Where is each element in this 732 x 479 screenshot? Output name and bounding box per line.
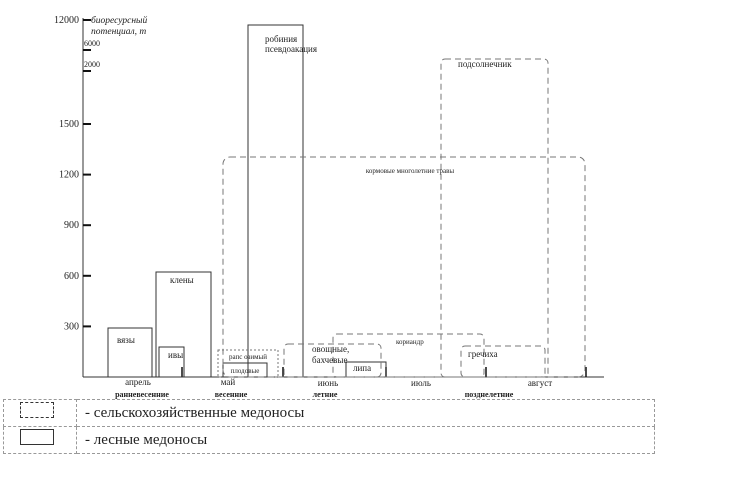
legend-text-agri: - сельскохозяйственные медоносы (76, 399, 655, 427)
bar-label: гречиха (468, 349, 498, 359)
y-tick-label: 1500 (59, 119, 79, 130)
y-tick-label: 300 (64, 321, 79, 332)
bar-label: ивы (168, 350, 183, 360)
labels: апрель май июнь июль август ранневесенние весе… (115, 34, 552, 399)
agri-bar (460, 345, 546, 378)
dashed-swatch-icon (20, 402, 54, 418)
month-label: август (528, 378, 552, 388)
y-tick-label: 900 (64, 220, 79, 231)
forest-bar (155, 271, 212, 378)
bar-label: плодовые (231, 367, 260, 375)
agri-bar (440, 58, 549, 378)
y-tick-label: 1200 (59, 170, 79, 181)
y-tick-label: 12000 (54, 15, 79, 26)
month-label: июль (411, 378, 431, 388)
legend-row-forest: - лесные медоносы (3, 426, 655, 454)
season-label: весенние (215, 390, 248, 399)
month-label: май (221, 377, 236, 387)
season-label: ранневесенние (115, 390, 169, 399)
legend-text-forest: - лесные медоносы (76, 426, 655, 454)
bar-label: клены (170, 275, 194, 285)
bars (107, 24, 586, 378)
legend-swatch-cell (3, 426, 77, 454)
bar-label: кориандр (396, 338, 424, 346)
y-tick-label: 6000 (84, 39, 100, 48)
bar-label: псевдоакация (265, 44, 317, 54)
bar-label: робиния (265, 34, 297, 44)
y-tick-label: 2000 (84, 60, 100, 69)
forest-bar (247, 24, 304, 378)
forest-bar (107, 327, 153, 378)
season-label: летние (313, 390, 338, 399)
month-label: апрель (125, 377, 151, 387)
y-axis-title: биоресурсный (91, 15, 147, 26)
y-axis-title: потенциал, т (91, 27, 146, 37)
legend-row-agri: - сельскохозяйственные медоносы (3, 399, 655, 427)
legend: - сельскохозяйственные медоносы - лесные… (3, 399, 655, 454)
season-label: позднелетние (465, 390, 514, 399)
bar-label: овощные, (312, 344, 349, 354)
agri-bar (222, 156, 586, 378)
month-label: июнь (318, 378, 338, 388)
bar-label: вязы (117, 335, 135, 345)
bar-label: рапс озимый (229, 353, 267, 361)
bar-label: подсолнечник (458, 59, 512, 69)
y-tick-label: 600 (64, 271, 79, 282)
bar-label: липа (353, 363, 371, 373)
bar-label: бахчевые (312, 355, 347, 365)
solid-swatch-icon (20, 429, 54, 445)
bar-label: кормовые многолетние травы (366, 167, 455, 175)
legend-swatch-cell (3, 399, 77, 427)
